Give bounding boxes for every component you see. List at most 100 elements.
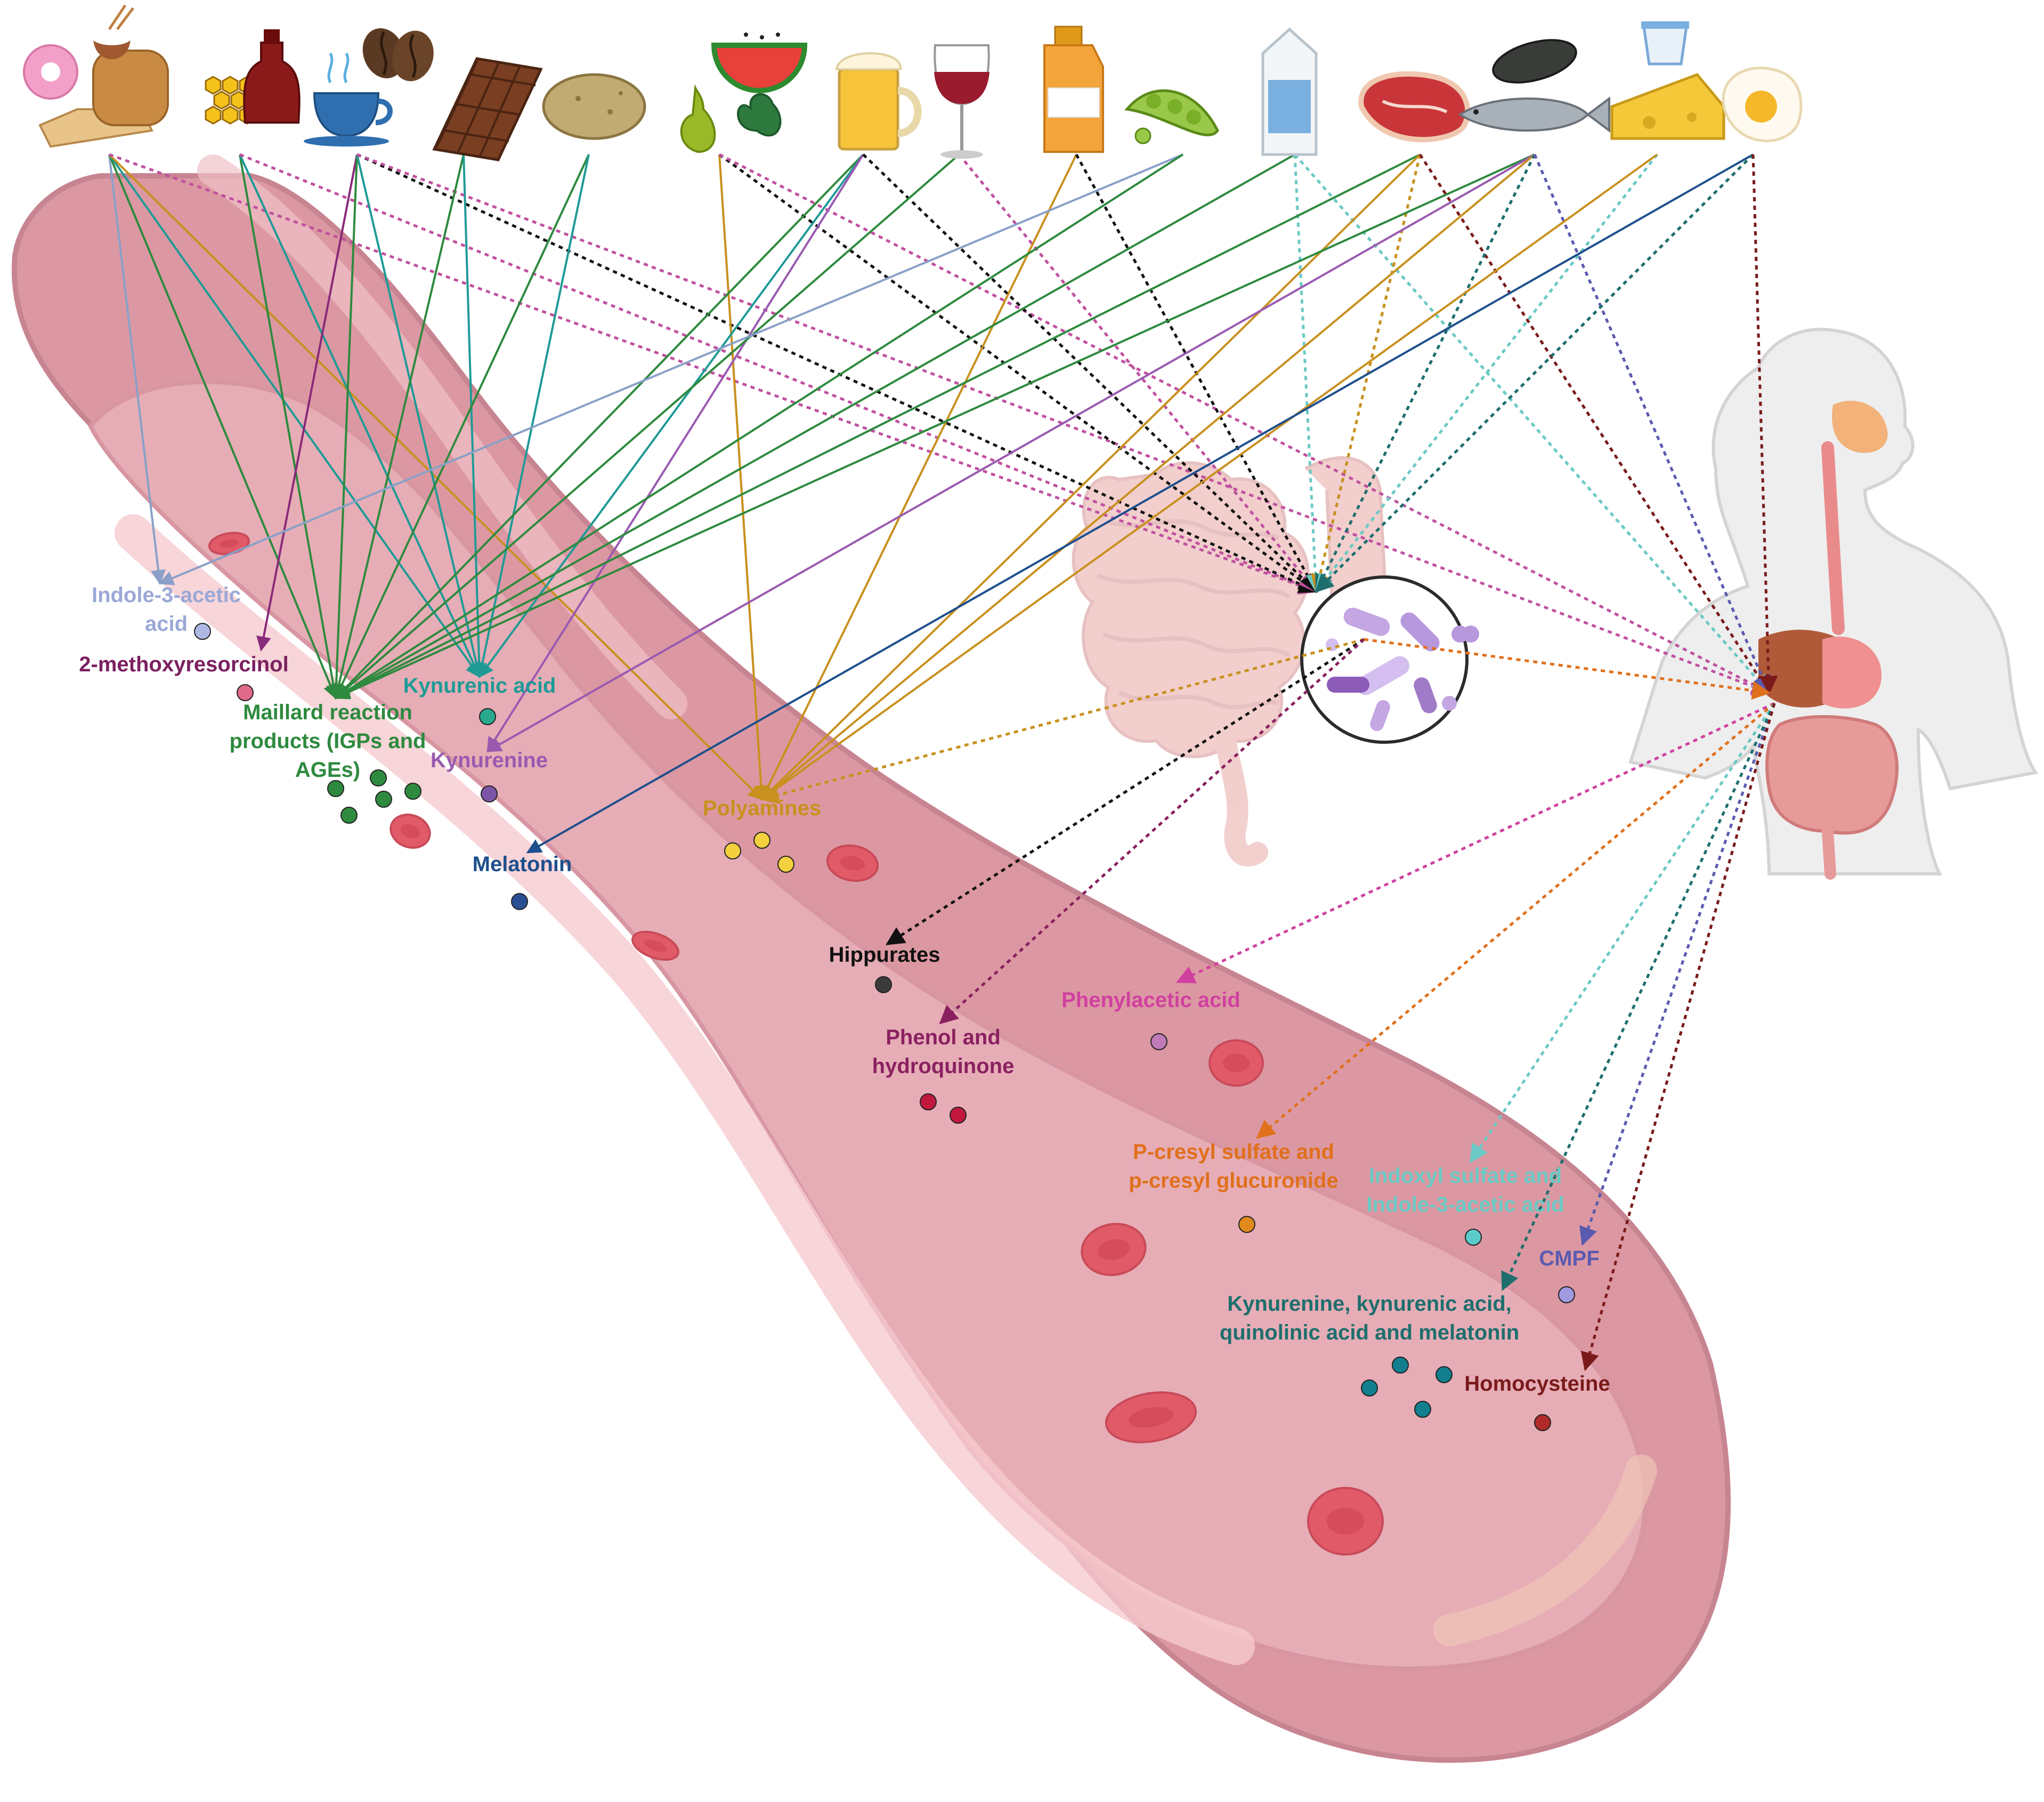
fried-egg-icon	[1722, 67, 1803, 142]
link-arrow	[1580, 703, 1776, 1371]
link-arrow	[1175, 702, 1775, 984]
metabolite-label-line: hydroquinone	[872, 1054, 1015, 1078]
link-arrow	[718, 154, 769, 801]
link-arrow	[862, 153, 1318, 593]
link-arrow	[475, 154, 590, 678]
link-arrow	[158, 153, 1183, 586]
link-arrow	[486, 153, 864, 753]
link-arrow	[334, 153, 960, 699]
metabolite-label-line: Indoxyl sulfate and	[1369, 1164, 1562, 1188]
red-blood-cell	[1081, 1223, 1147, 1276]
metabolite-label-pcs: P-cresyl sulfate and p-cresyl glucuronide	[1129, 1140, 1338, 1192]
red-blood-cell	[1105, 1391, 1197, 1443]
metabolite-label-line: Homocysteine	[1464, 1372, 1610, 1395]
metabolite-dot	[950, 1107, 967, 1124]
link-arrow	[331, 154, 465, 700]
metabolite-dot	[1435, 1366, 1453, 1383]
link-arrow	[761, 154, 1077, 801]
metabolite-label-line: Polyamines	[703, 797, 821, 820]
link-arrow	[760, 153, 1421, 800]
link-arrow	[239, 154, 341, 700]
red-blood-cell	[1208, 1039, 1264, 1087]
link-arrow	[463, 154, 487, 678]
metabolite-label-kq: Kynurenine, kynurenic acid,quinolinic ac…	[1220, 1292, 1519, 1344]
metabolite-label-line: Kynurenine, kynurenic acid,	[1227, 1292, 1512, 1316]
link-arrow	[256, 154, 358, 652]
metabolite-label-line: Indole-3-acetic acid	[1366, 1193, 1564, 1216]
metabolite-label-mel: Melatonin	[473, 853, 572, 876]
metabolite-label-mr: 2-methoxyresorcinol	[79, 653, 288, 676]
metabolite-dot	[404, 783, 421, 800]
metabolite-dot	[511, 893, 528, 910]
juice-bottle-icon	[1043, 26, 1104, 153]
link-arrow	[760, 153, 1658, 800]
metabolite-label-line: acid	[145, 612, 188, 636]
link-arrow	[239, 153, 1318, 594]
metabolite-dot	[724, 842, 741, 859]
metabolite-dot	[753, 832, 770, 849]
metabolite-dot	[1392, 1357, 1409, 1374]
food-metabolite-links	[108, 153, 1778, 1371]
link-arrow	[1469, 702, 1776, 1163]
metabolite-label-line: Melatonin	[473, 853, 572, 876]
cheese-yogurt-icon	[1610, 21, 1725, 140]
metabolite-dot	[1361, 1379, 1378, 1397]
link-arrow	[1533, 154, 1771, 695]
link-arrow	[760, 153, 1536, 800]
link-arrow	[1501, 702, 1776, 1292]
link-arrow	[478, 153, 864, 678]
metabolite-dot	[1150, 1033, 1167, 1050]
metabolite-label-line: Hippurates	[829, 943, 940, 967]
metabolite-label-line: Kynurenine	[431, 749, 548, 772]
link-arrow	[718, 153, 1771, 694]
coffee-cup-beans-icon	[304, 28, 434, 147]
metabolite-dot	[370, 769, 387, 786]
metabolite-label-line: AGEs)	[295, 758, 360, 782]
honey-syrup-icon	[205, 29, 301, 125]
link-arrow	[958, 153, 1318, 593]
metabolite-label-iaa: Indole-3-acetic acid	[92, 583, 241, 636]
food-icons-row	[23, 4, 1803, 161]
link-arrow	[1294, 153, 1771, 694]
link-arrow	[334, 153, 1421, 699]
metabolite-label-line: p-cresyl glucuronide	[1129, 1169, 1338, 1192]
link-arrow	[334, 153, 1184, 699]
metabolite-label-phe: Phenylacetic acid	[1061, 988, 1240, 1012]
metabolite-label-cmpf: CMPF	[1539, 1247, 1599, 1270]
link-arrow	[939, 638, 1365, 1025]
link-arrow	[886, 638, 1365, 946]
link-arrow	[334, 153, 1295, 699]
red-blood-cells	[208, 532, 1384, 1556]
metabolite-label-line: Indole-3-acetic	[92, 583, 241, 607]
chocolate-bar-icon	[432, 57, 543, 161]
metabolite-dot	[237, 684, 254, 701]
metabolite-label-line: Kynurenic acid	[403, 674, 556, 697]
link-arrow	[1256, 702, 1775, 1139]
metabolite-dot	[1465, 1229, 1482, 1246]
metabolite-dot	[777, 856, 794, 873]
metabolite-label-kyn: Kynurenine	[431, 749, 548, 772]
link-arrow	[108, 153, 763, 800]
metabolite-label-line: P-cresyl sulfate and	[1133, 1140, 1334, 1164]
metabolite-label-hip: Hippurates	[829, 943, 940, 967]
link-arrow	[486, 153, 1535, 752]
metabolite-label-line: CMPF	[1539, 1247, 1599, 1270]
red-blood-cell	[631, 930, 679, 961]
metabolite-label-kyna: Kynurenic acid	[403, 674, 556, 697]
link-arrow	[760, 638, 1365, 804]
link-arrow	[108, 154, 338, 700]
human-digestive-system-icon	[1628, 328, 2039, 880]
red-blood-cell	[1307, 1487, 1384, 1556]
link-arrow	[335, 153, 864, 700]
link-arrow	[1579, 703, 1776, 1246]
potato-icon	[542, 73, 646, 140]
metabolite-label-pa: Polyamines	[703, 797, 821, 820]
metabolite-dot	[1558, 1286, 1575, 1303]
metabolite-dot	[1414, 1401, 1431, 1418]
metabolite-label-line: products (IGPs and	[230, 729, 426, 753]
